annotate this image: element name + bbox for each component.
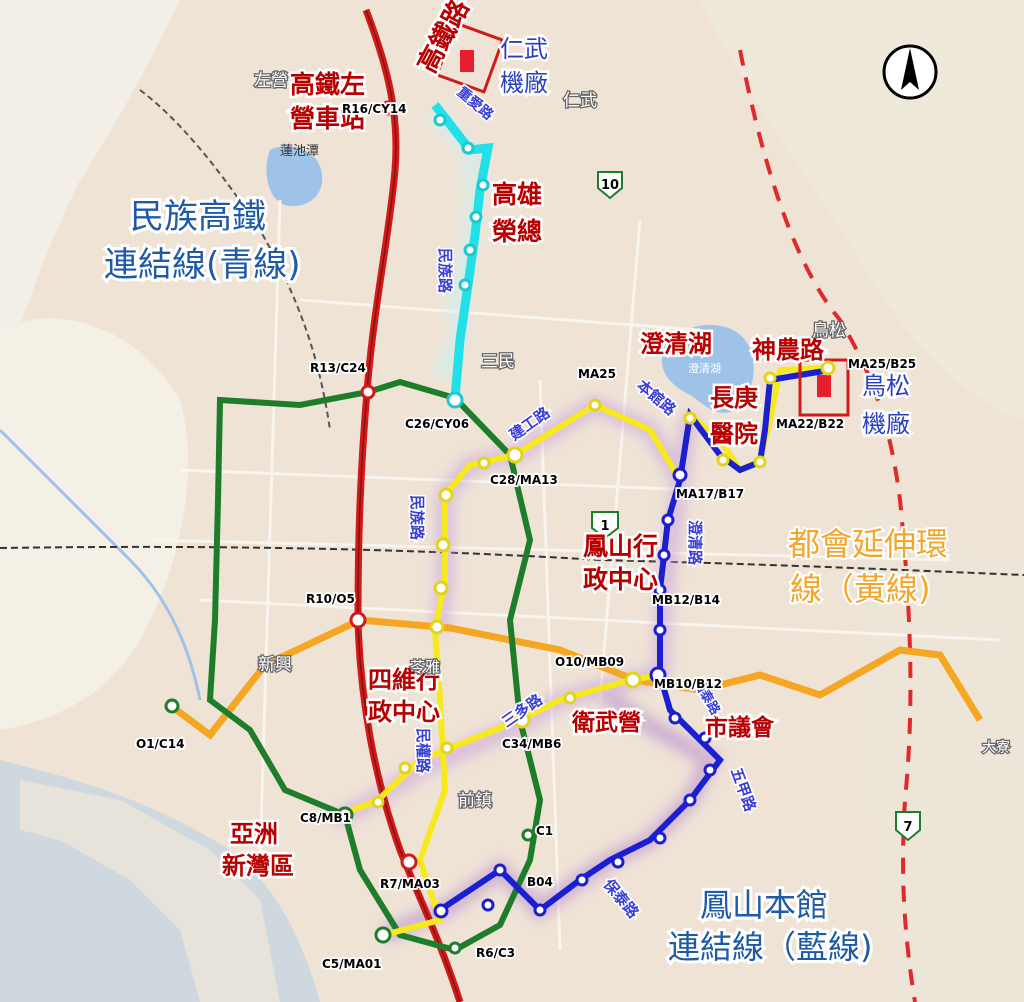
- station-ma17: MA17/B17: [676, 487, 744, 501]
- vgh-label-1: 高雄: [492, 180, 542, 209]
- xinxing-district-label: 新興: [258, 655, 292, 675]
- siwei-admin-label-1: 四維行: [368, 666, 440, 694]
- station-r7: R7/MA03: [380, 877, 440, 891]
- green-circular-line: [206, 378, 544, 954]
- north-arrow-needle: [901, 48, 919, 90]
- station-r6: R6/C3: [476, 946, 515, 960]
- cyan-line-title-1: 民族高鐵: [130, 197, 266, 237]
- weiwuying-label: 衛武營: [571, 709, 641, 736]
- renwu-depot-marker: [460, 50, 474, 72]
- hills-northeast: [700, 0, 1024, 420]
- station-o10: O10/MB09: [555, 655, 624, 669]
- station-ma25b: MA25/B25: [848, 357, 916, 371]
- highway-shield-1: 1: [591, 511, 619, 540]
- cheng-ching-lake-map-label: 澄清湖: [688, 361, 721, 375]
- niaosong-depot-frame: [798, 358, 850, 417]
- river: [0, 428, 202, 701]
- station-r13: R13/C24: [310, 361, 366, 375]
- station-mb10: MB10/B12: [654, 677, 722, 691]
- minquan-road-label: 民權路: [414, 728, 432, 774]
- fengshan-admin-label-2: 政中心: [583, 565, 658, 594]
- niaosong-depot-label-2: 機廠: [862, 410, 910, 438]
- stations: [164, 100, 836, 955]
- siwei-admin-label-2: 政中心: [368, 698, 440, 726]
- asia-bay-label-1: 亞洲: [230, 820, 278, 848]
- station-o1: O1/C14: [136, 737, 184, 751]
- niaosong-depot-marker: [817, 375, 831, 397]
- vgh-label-2: 榮總: [492, 217, 542, 246]
- lianchi-label: 蓮池潭: [280, 144, 319, 159]
- route-1-label: 1: [600, 519, 609, 534]
- red-line-edge: [357, 9, 461, 1002]
- station-ma22: MA22/B22: [776, 417, 844, 431]
- station-c5: C5/MA01: [322, 957, 381, 971]
- hsr-left-label: 高鐵左: [290, 70, 365, 99]
- hsr-station-road-label: 營車站: [290, 104, 365, 133]
- sanmin-district-label: 三民: [481, 352, 515, 372]
- route-7-label: 7: [903, 820, 912, 835]
- daliao-district-label: 大寮: [982, 739, 1010, 756]
- station-mb12: MB12/B14: [652, 593, 720, 607]
- station-c28: C28/MA13: [490, 473, 558, 487]
- fengshan-admin-label-1: 鳳山行: [583, 532, 658, 561]
- station-ma25: MA25: [578, 367, 616, 381]
- renwu-district-label: 仁武: [563, 91, 597, 111]
- asia-bay-label-2: 新灣區: [222, 852, 294, 880]
- cheng-ching-lake-label: 澄清湖: [640, 330, 712, 358]
- station-b04: B04: [527, 875, 553, 889]
- station-c8: C8/MB1: [300, 811, 351, 825]
- minzu-north-road-label: 民族路: [435, 247, 456, 296]
- cyan-line-title-2: 連結線(青線): [104, 245, 301, 285]
- street-grid: [149, 199, 1001, 951]
- railway-north: [139, 89, 331, 431]
- hills-northwest: [0, 0, 180, 380]
- harbor-pier: [20, 780, 280, 1002]
- lotus-pond: [266, 146, 323, 207]
- chengqing-road-label: 澄清路: [686, 520, 704, 566]
- station-c1: C1: [536, 824, 553, 838]
- minzu-north-road-text: 民族路: [436, 248, 454, 294]
- railway: [0, 545, 1024, 576]
- changgung-label-1: 長庚: [710, 384, 758, 412]
- lingya-district-label: 苓雅: [410, 658, 440, 676]
- renwu-depot-frame: [435, 21, 505, 94]
- qianzhen-district-label: 前鎮: [458, 791, 492, 811]
- minzu-central-road-label: 民族路: [408, 495, 426, 541]
- blue-line-title-2: 連結線（藍線): [668, 928, 873, 966]
- city-council-label: 市議會: [705, 714, 775, 741]
- metro-loop-title-1: 都會延伸環: [788, 525, 948, 563]
- station-c26: C26/CY06: [405, 417, 469, 431]
- highway-shield-7: 7: [895, 811, 921, 842]
- city-boundary: [738, 49, 917, 1002]
- metro-loop-title-2: 線（黃線): [790, 570, 931, 608]
- blue-line-title-1: 鳳山本館: [700, 886, 828, 924]
- zuoying-label: 左營: [254, 71, 288, 91]
- cheng-ching-lake-water: [661, 324, 754, 413]
- highway-shield-10: 10: [597, 171, 623, 200]
- niaosong-district-label: 鳥松: [812, 321, 846, 341]
- shennong-road-label: 神農路: [752, 336, 825, 364]
- route-10-label: 10: [601, 178, 619, 193]
- renwu-depot-label-2: 機廠: [500, 69, 548, 97]
- station-r10: R10/O5: [306, 592, 355, 606]
- niaosong-depot-label-1: 鳥松: [862, 372, 910, 400]
- station-r16: R16/CY14: [342, 102, 407, 116]
- countryside-east: [860, 500, 1024, 1002]
- station-c34: C34/MB6: [502, 737, 561, 751]
- changgung-label-2: 醫院: [710, 420, 758, 448]
- renwu-depot-label-1: 仁武: [500, 35, 548, 63]
